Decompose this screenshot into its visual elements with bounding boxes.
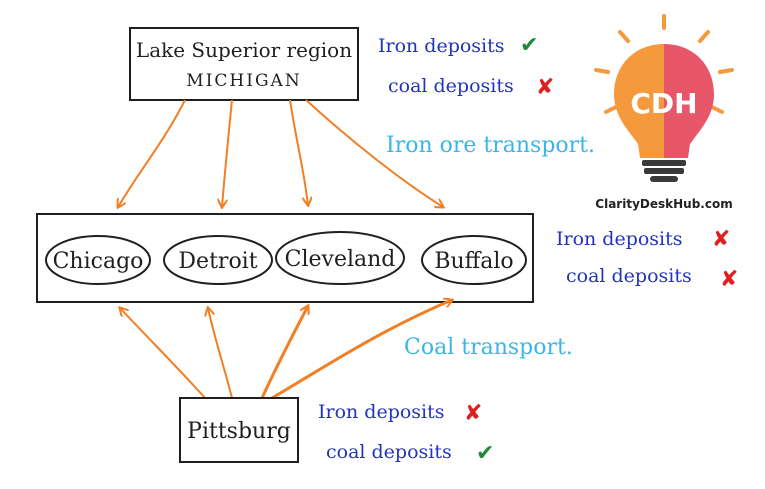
iron-deposits-label: Iron deposits (318, 401, 445, 423)
coal-transport-label: Coal transport. (404, 335, 573, 360)
cross-icon: ✘ (536, 75, 554, 100)
city-chicago: Chicago (45, 235, 151, 285)
deposits-middle: Iron deposits ✘ coal deposits ✘ (556, 227, 738, 292)
city-label: Chicago (53, 249, 144, 274)
iron-deposits-label: Iron deposits (556, 228, 683, 250)
origin-label: Pittsburg (187, 419, 291, 444)
check-icon: ✔ (476, 441, 494, 466)
city-label: Detroit (178, 249, 257, 274)
check-icon: ✔ (520, 33, 538, 58)
city-cleveland: Cleveland (275, 231, 405, 285)
cross-icon: ✘ (720, 267, 738, 292)
city-buffalo: Buffalo (421, 235, 527, 285)
coal-deposits-label: coal deposits (326, 441, 452, 463)
coal-arrows (120, 300, 452, 400)
city-label: Cleveland (285, 247, 396, 272)
cities-box: Chicago Detroit Cleveland Buffalo (36, 213, 534, 303)
lightbulb-icon: CDH (594, 14, 734, 182)
brand-logo: CDH ClarityDeskHub.com (594, 14, 734, 211)
logo-text: CDH (630, 87, 697, 120)
coal-deposits-label: coal deposits (566, 265, 692, 287)
source-region-label: Lake Superior region (136, 38, 352, 62)
city-label: Buffalo (434, 249, 513, 274)
iron-transport-label: Iron ore transport. (386, 133, 595, 158)
cross-icon: ✘ (712, 227, 730, 252)
coal-deposits-label: coal deposits (388, 75, 514, 97)
deposits-top: Iron deposits ✔ coal deposits ✘ (378, 33, 554, 100)
source-state-label: MICHIGAN (186, 71, 301, 91)
deposits-bottom: Iron deposits ✘ coal deposits ✔ (318, 401, 494, 466)
source-box: Lake Superior region MICHIGAN (129, 27, 359, 101)
iron-arrows (118, 99, 443, 207)
iron-deposits-label: Iron deposits (378, 35, 505, 57)
logo-site-label: ClarityDeskHub.com (595, 197, 732, 211)
city-detroit: Detroit (163, 235, 273, 285)
cross-icon: ✘ (464, 401, 482, 426)
origin-box: Pittsburg (179, 397, 299, 463)
